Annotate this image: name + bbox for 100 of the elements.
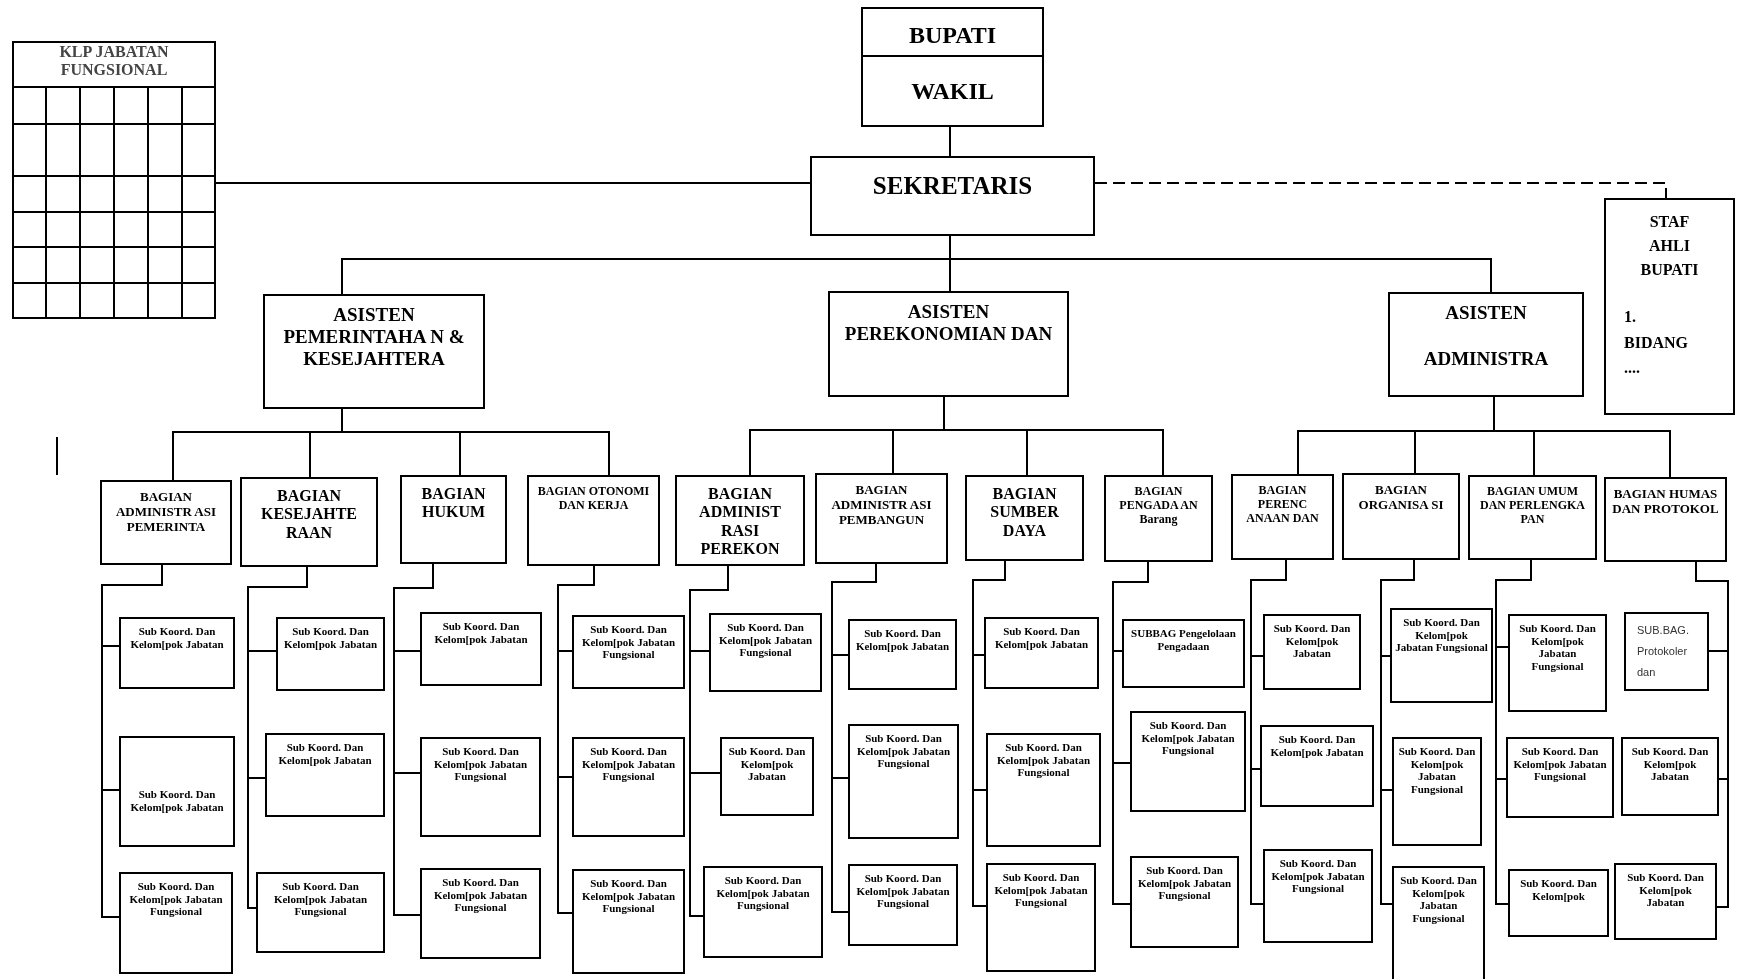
box-label: Sub Koord. Dan Kelom[pok Jabatan Fungsional (1397, 745, 1477, 796)
box-label: Sub Koord. Dan Kelom[pok Jabatan Fungsional (128, 880, 224, 918)
sub-unit-box (1624, 612, 1709, 691)
box-label: BAGIAN HUMAS DAN PROTOKOL (1611, 487, 1720, 517)
box-label: Sub Koord. Dan Kelom[pok Jabatan Fungsional (580, 745, 677, 783)
sub-unit-box (1621, 737, 1719, 816)
box-label: Sub Koord. Dan Kelom[pok Jabatan Fungsional (272, 880, 369, 918)
sub-unit-box (265, 733, 385, 817)
department-box (815, 473, 948, 564)
sub-unit-box (848, 864, 958, 946)
sub-unit-box (119, 617, 235, 689)
box-label: BUPATI (863, 13, 1042, 57)
table-header-box (12, 41, 216, 319)
department-box (527, 475, 660, 566)
sub-unit-box (1508, 614, 1607, 712)
box-label: Sub Koord. Dan Kelom[pok Jabatan Fungsional (1394, 616, 1489, 654)
box-label: BAGIAN ADMINISTR ASI PEMERINTA (114, 490, 218, 535)
box-label: Sub Koord. Dan Kelom[pok Jabatan (727, 745, 807, 783)
department-box (1468, 475, 1597, 560)
box-label: ASISTEN PEMERINTAHA N & KESEJAHTERA (282, 304, 466, 370)
box-label: KLP JABATAN FUNGSIONAL (58, 43, 170, 80)
staff-box (1604, 198, 1735, 415)
department-box (1604, 477, 1727, 562)
sub-unit-box (1263, 614, 1361, 690)
box-label: ADMINISTRA (1422, 347, 1550, 370)
sub-unit-box (848, 724, 959, 839)
box-label: Sub Koord. Dan Kelom[pok Jabatan Fungsional (855, 732, 952, 770)
sub-unit-box (1392, 737, 1482, 846)
box-label: BAGIAN ADMINIST RASI PEREKON (698, 485, 782, 559)
sub-unit-box (572, 869, 685, 974)
sub-unit-box (703, 866, 823, 958)
box-label: BAGIAN OTONOMI DAN KERJA (536, 485, 651, 513)
sub-unit-box (1130, 711, 1246, 812)
sub-unit-box (1390, 608, 1493, 703)
box-label: BAGIAN ADMINISTR ASI PEMBANGUN (830, 483, 933, 528)
box-label: Sub Koord. Dan Kelom[pok Jabatan Fungsional (1399, 874, 1478, 925)
connector-line (943, 396, 1164, 476)
box-label: 1. BIDANG .... (1623, 307, 1686, 379)
sub-unit-box (848, 619, 957, 690)
department-box (1342, 473, 1460, 560)
box-label: SUB.BAG. Protokoler dan (1636, 623, 1690, 680)
box-label: Sub Koord. Dan Kelom[pok Jabatan Fungsional (1136, 864, 1233, 902)
assistant-box (263, 294, 485, 409)
connector-line (1493, 396, 1671, 478)
assistant-box (828, 291, 1069, 397)
sub-unit-box (1263, 849, 1373, 943)
sub-unit-box (1130, 856, 1239, 948)
sub-unit-box (276, 617, 385, 691)
box-label: Sub Koord. Dan Kelom[pok Jabatan (433, 620, 529, 646)
box-label: Sub Koord. Dan Kelom[pok Jabatan (1626, 871, 1705, 909)
box-label: Sub Koord. Dan Kelom[pok Jabatan (1272, 622, 1352, 660)
box-label: STAF AHLI BUPATI (1639, 212, 1700, 280)
sub-unit-box (572, 615, 685, 689)
leader-box (861, 7, 1044, 127)
box-label: Sub Koord. Dan Kelom[pok Jabatan Fungsional (580, 877, 677, 915)
sub-unit-box (986, 863, 1096, 972)
box-label: Sub Koord. Dan Kelom[pok Jabatan Fungsional (1512, 745, 1608, 783)
department-box (400, 475, 507, 564)
box-label: Sub Koord. Dan Kelom[pok Jabatan Fungsional (1140, 719, 1236, 757)
box-label: SUBBAG Pengelolaan Pengadaan (1130, 627, 1237, 653)
sub-unit-box (720, 737, 814, 816)
sub-unit-box (420, 868, 541, 959)
box-label: Sub Koord. Dan Kelom[pok Jabatan Fungsional (993, 871, 1089, 909)
sub-unit-box (709, 613, 822, 692)
box-label: Sub Koord. Dan Kelom[pok Jabatan Fungsional (717, 621, 814, 659)
box-label: BAGIAN SUMBER DAYA (989, 485, 1060, 541)
box-label: ASISTEN PEREKONOMIAN DAN (843, 301, 1054, 345)
department-box (100, 480, 232, 565)
box-label: BAGIAN ORGANISA SI (1357, 483, 1445, 513)
box-label: Sub Koord. Dan Kelom[pok Jabatan Fungsional (580, 623, 677, 661)
box-label: Sub Koord. Dan Kelom[pok Jabatan (282, 625, 379, 651)
connector-line (1094, 182, 1667, 199)
department-box (1231, 474, 1334, 560)
box-label: Sub Koord. Dan Kelom[pok Jabatan (993, 625, 1090, 651)
box-label: Sub Koord. Dan Kelom[pok Jabatan (277, 741, 373, 767)
secretary-box (810, 156, 1095, 236)
box-label: SEKRETARIS (871, 172, 1034, 201)
box-label: Sub Koord. Dan Kelom[pok Jabatan Fungsional (1270, 857, 1366, 895)
box-label: Sub Koord. Dan Kelom[pok Jabatan (1630, 745, 1710, 783)
department-box (240, 477, 378, 567)
box-label: BAGIAN PENGADA AN Barang (1118, 485, 1199, 527)
sub-unit-box (1508, 869, 1609, 937)
box-label: Sub Koord. Dan Kelom[pok Jabatan Fungsional (432, 876, 529, 914)
box-label: ASISTEN (1444, 302, 1528, 324)
box-label: Sub Koord. Dan Kelom[pok Jabatan Fungsional (855, 872, 951, 910)
sub-unit-box (572, 737, 685, 837)
box-label: Sub Koord. Dan Kelom[pok Jabatan Fungsional (1518, 622, 1597, 673)
sub-unit-box (1392, 866, 1485, 979)
sub-unit-box (984, 617, 1099, 689)
sub-unit-box (119, 736, 235, 847)
assistant-box (1388, 292, 1584, 397)
department-box (965, 475, 1084, 561)
sub-unit-box (1614, 863, 1717, 940)
connector-line (341, 408, 610, 476)
sub-unit-box (1260, 725, 1374, 807)
sub-unit-box (420, 612, 542, 686)
sub-unit-box (986, 733, 1101, 847)
sub-unit-box (256, 872, 385, 953)
box-label: Sub Koord. Dan Kelom[pok Jabatan (129, 625, 225, 651)
sub-unit-box (119, 872, 233, 974)
